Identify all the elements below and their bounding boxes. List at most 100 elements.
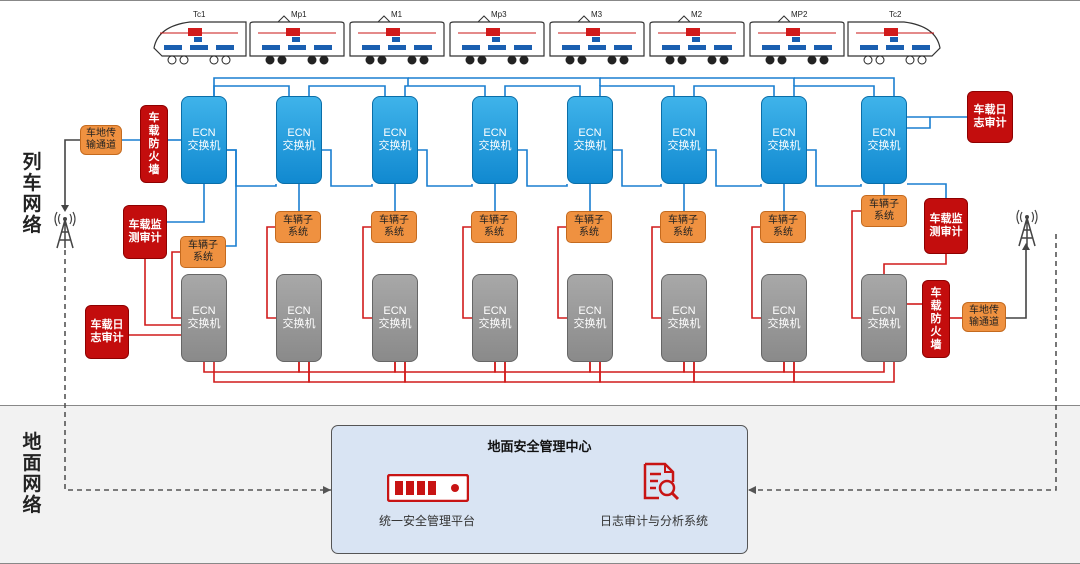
ecn-switch-top-8[interactable]: ECN 交换机: [861, 96, 907, 184]
left-log-audit[interactable]: 车载日 志审计: [85, 305, 129, 359]
right-ground-to-antenna: [1006, 250, 1027, 319]
ecn-switch-bottom-7[interactable]: ECN 交换机: [761, 274, 807, 362]
blue-link-side-2: [322, 149, 373, 187]
vehicle-subsystem-4[interactable]: 车辆子 系统: [471, 211, 517, 243]
ecn-switch-top-3[interactable]: ECN 交换机: [372, 96, 418, 184]
vehicle-subsystem-2[interactable]: 车辆子 系统: [275, 211, 321, 243]
dash-right-wireless: [748, 234, 1057, 491]
blue-link-upper-3: [404, 85, 486, 96]
ground-network-label: 地面网络: [22, 432, 42, 516]
arrow-right-antenna: [1022, 243, 1030, 250]
vehicle-subsystem-3[interactable]: 车辆子 系统: [371, 211, 417, 243]
red-monitor-right: [883, 254, 947, 274]
train-car-6: [649, 15, 745, 65]
train-network-label: 列车网络: [22, 152, 42, 236]
right-onboard-firewall[interactable]: 车 载 防 火 墙: [922, 280, 950, 358]
blue-link-side-1: [227, 149, 277, 187]
left-antenna-icon: [54, 211, 76, 249]
car-label-5: M3: [591, 10, 603, 19]
blue-link-upper-4: [504, 85, 581, 96]
red-sub-to-switch-7: [751, 226, 761, 319]
platform-label: 统一安全管理平台: [379, 514, 476, 528]
red-sub-to-switch-5: [557, 226, 567, 319]
arrow-left-antenna: [61, 205, 69, 212]
blue-to-sub-1: [226, 149, 237, 247]
log-audit-icon: [643, 462, 680, 501]
vehicle-subsystem-5[interactable]: 车辆子 系统: [566, 211, 612, 243]
center-title: 地面安全管理中心: [487, 439, 592, 454]
blue-link-side-7: [807, 149, 862, 187]
ecn-switch-top-6[interactable]: ECN 交换机: [661, 96, 707, 184]
blue-link-upper-1: [213, 85, 290, 96]
vehicle-subsystem-1[interactable]: 车辆子 系统: [180, 236, 226, 268]
blue-link-upper-2: [308, 85, 386, 96]
red-link-lower-1: [203, 362, 300, 373]
right-ground-channel[interactable]: 车地传 输通道: [962, 302, 1006, 332]
red-link-lower-5: [589, 362, 685, 373]
vehicle-subsystem-7[interactable]: 车辆子 系统: [760, 211, 806, 243]
right-antenna-icon: [1016, 209, 1038, 247]
ecn-switch-top-5[interactable]: ECN 交换机: [567, 96, 613, 184]
ecn-switch-bottom-4[interactable]: ECN 交换机: [472, 274, 518, 362]
arrow-center-right: [748, 486, 756, 494]
red-sub-to-switch-3: [362, 226, 372, 319]
blue-link-upper-5: [599, 85, 675, 96]
blue-bus-1: [213, 77, 409, 96]
blue-to-monitor-left: [167, 184, 205, 223]
red-monitor-left: [144, 259, 181, 326]
red-link-lower-6: [683, 362, 785, 373]
right-log-audit[interactable]: 车载日 志审计: [967, 91, 1013, 143]
red-link-lower-7: [783, 362, 885, 373]
ecn-switch-top-1[interactable]: ECN 交换机: [181, 96, 227, 184]
server-icon: [387, 474, 469, 502]
ecn-switch-bottom-3[interactable]: ECN 交换机: [372, 274, 418, 362]
ecn-switch-bottom-2[interactable]: ECN 交换机: [276, 274, 322, 362]
ecn-switch-top-4[interactable]: ECN 交换机: [472, 96, 518, 184]
vehicle-subsystem-6[interactable]: 车辆子 系统: [660, 211, 706, 243]
red-sub-to-switch-1: [171, 251, 181, 319]
train-car-7: [749, 15, 845, 65]
log-system-label: 日志审计与分析系统: [600, 514, 709, 528]
ground-security-center: 地面安全管理中心 统一安全管理平台 日志审计与分析系统: [331, 425, 748, 554]
car-label-1: Tc1: [193, 10, 206, 19]
red-sub-to-switch-8: [851, 210, 861, 319]
car-label-6: M2: [691, 10, 703, 19]
dash-left-wireless: [64, 250, 331, 491]
blue-bus-4: [794, 77, 895, 96]
left-ground-channel[interactable]: 车地传 输通道: [80, 125, 122, 155]
ecn-switch-bottom-6[interactable]: ECN 交换机: [661, 274, 707, 362]
train-car-2: [249, 15, 345, 65]
ecn-switch-bottom-1[interactable]: ECN 交换机: [181, 274, 227, 362]
red-sub-to-switch-4: [462, 226, 472, 319]
train-car-4: [449, 15, 545, 65]
right-monitor-audit[interactable]: 车载监 测审计: [924, 198, 968, 254]
train-car-1: [153, 21, 247, 65]
ecn-switch-bottom-8[interactable]: ECN 交换机: [861, 274, 907, 362]
train-illustration: [153, 15, 941, 65]
train-car-3: [349, 15, 445, 65]
car-label-4: Mp3: [491, 10, 507, 19]
car-label-7: MP2: [791, 10, 808, 19]
blue-link-side-6: [707, 149, 762, 187]
ecn-switch-top-7[interactable]: ECN 交换机: [761, 96, 807, 184]
blue-to-monitor-right: [907, 183, 947, 198]
car-label-2: Mp1: [291, 10, 307, 19]
red-link-lower-3: [394, 362, 496, 373]
red-link-lower-4: [494, 362, 591, 373]
blue-link-side-5: [613, 149, 662, 187]
ecn-switch-top-2[interactable]: ECN 交换机: [276, 96, 322, 184]
ecn-switch-bottom-5[interactable]: ECN 交换机: [567, 274, 613, 362]
blue-link-side-3: [418, 149, 473, 187]
train-car-8: [847, 21, 941, 65]
red-sub-to-switch-6: [651, 226, 661, 319]
blue-link-side-4: [518, 149, 568, 187]
vehicle-subsystem-8[interactable]: 车辆子 系统: [861, 195, 907, 227]
left-onboard-firewall[interactable]: 车 载 防 火 墙: [140, 105, 168, 183]
red-sub-to-switch-2: [266, 226, 276, 319]
left-monitor-audit[interactable]: 车载监 测审计: [123, 205, 167, 259]
left-ground-to-antenna: [64, 139, 80, 205]
car-label-3: M1: [391, 10, 403, 19]
blue-switch-log-right-2: [907, 117, 931, 129]
red-link-outer-7: [793, 362, 895, 383]
